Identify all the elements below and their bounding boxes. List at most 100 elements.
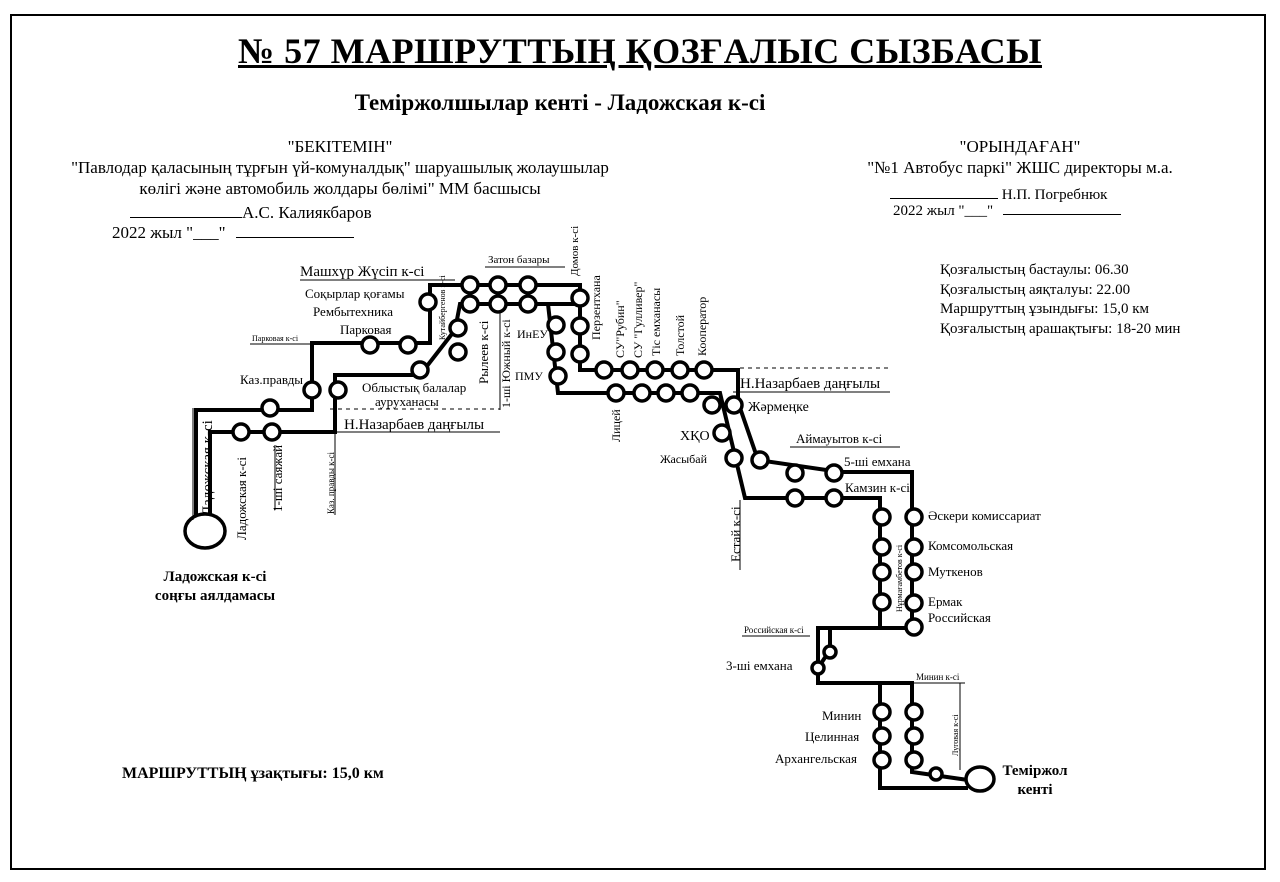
- street-ladozhskaya-2: Ладожская к-сі: [234, 457, 249, 540]
- stop-marker: [328, 380, 348, 400]
- stop-marker: [904, 750, 924, 770]
- stop-marker: [904, 562, 924, 582]
- stop-marker: [904, 537, 924, 557]
- stop-marker: [606, 383, 626, 403]
- stop-lyceum: Лицей: [609, 409, 623, 442]
- stop-marker: [694, 360, 714, 380]
- stop-marker: [712, 423, 732, 443]
- stop-marker: [872, 726, 892, 746]
- stop-marker: [904, 726, 924, 746]
- stop-marker: [488, 294, 508, 314]
- stop-marker: [448, 342, 468, 362]
- stop-marker: [594, 360, 614, 380]
- page-title: № 57 МАРШРУТТЫҢ ҚОЗҒАЛЫС СЫЗБАСЫ: [238, 31, 1042, 71]
- stat-start: Қозғалыстың бастаулы: 06.30: [940, 262, 1129, 278]
- stop-marker: [460, 275, 480, 295]
- stop-marker: [904, 507, 924, 527]
- stop-marker: [570, 316, 590, 336]
- street-aimautov: Аймауытов к-сі: [796, 431, 883, 446]
- street-kamzin: Камзин к-сі: [845, 480, 910, 495]
- street-nazarbaev-right: Н.Назарбаев даңғылы: [740, 376, 880, 392]
- stop-arhangelskaya: Архангельская: [775, 751, 857, 766]
- stop-ermak: Ермак: [928, 594, 963, 609]
- stop-marker: [570, 344, 590, 364]
- approval-block: "БЕКІТЕМІН" "Павлодар қаласының тұрғын ү…: [30, 136, 650, 199]
- street-ladozhskaya-main: Ладожская к-сі: [200, 420, 216, 516]
- street-kutaibergenov: Кутайбергенов к-сі: [438, 274, 447, 340]
- street-rossiyskaya: Российская к-сі: [744, 625, 804, 635]
- route-stats: Қозғалыстың бастаулы: 06.30 Қозғалыстың …: [940, 261, 1180, 339]
- stop-rembytechnika: Рембытехника: [313, 304, 393, 319]
- executed-block: "ОРЫНДАҒАН" "№1 Автобус паркі" ЖШС дирек…: [820, 136, 1220, 178]
- stat-interval: Қозғалыстың арашақтығы: 18-20 мин: [940, 320, 1181, 337]
- divider-lines: [330, 367, 890, 410]
- stop-hko: ХҚО: [680, 429, 710, 444]
- signature-line: [890, 184, 998, 199]
- stop-gulliver: СУ "Гулливер": [631, 281, 645, 358]
- stop-marker: [785, 488, 805, 508]
- street-estai: Естай к-сі: [728, 506, 743, 562]
- stop-marker: [904, 617, 924, 637]
- stop-marker: [785, 463, 805, 483]
- stop-marker: [518, 275, 538, 295]
- executed-date-text: 2022 жыл "___": [893, 203, 994, 219]
- stop-marker: [904, 702, 924, 722]
- stop-parkovaya: Парковая: [340, 322, 392, 337]
- terminal-right-icon: [964, 765, 996, 793]
- stop-marker: [570, 288, 590, 308]
- stop-military: Әскери комиссариат: [928, 508, 1041, 523]
- street-saiajai: 1-ші саяжай: [270, 445, 285, 512]
- terminal-left-icon: [183, 512, 227, 550]
- stop-marker: [231, 422, 251, 442]
- stop-rubin: СУ"Рубин": [613, 300, 627, 358]
- street-ryleev: Рылеев к-сі: [476, 320, 491, 384]
- approval-line-1: "Павлодар қаласының тұрғын үй-комуналдық…: [71, 158, 609, 177]
- stop-marker: [632, 383, 652, 403]
- stat-end: Қозғалыстың аяқталуы: 22.00: [940, 281, 1131, 298]
- stop-marker: [872, 562, 892, 582]
- stop-emhana3: 3-ші емхана: [726, 658, 793, 673]
- stop-kooperator: Кооператор: [695, 297, 709, 356]
- stop-marker: [928, 766, 944, 782]
- stop-marker: [546, 342, 566, 362]
- stop-markers: [231, 275, 944, 782]
- stop-marker: [398, 335, 418, 355]
- approval-line-2: көлігі және автомобиль жолдары бөлімі" М…: [139, 179, 541, 198]
- route-path-return: [208, 302, 968, 790]
- approval-header: "БЕКІТЕМІН": [287, 137, 393, 156]
- stop-dental: Тіс емханасы: [649, 288, 663, 356]
- approval-signer: А.С. Калиякбаров: [242, 203, 372, 222]
- stop-tolstoy: Толстой: [673, 314, 687, 356]
- stop-minin: Минин: [822, 708, 861, 723]
- stop-ineu: ИнЕУ: [517, 327, 548, 341]
- route-duration: МАРШРУТТЫҢ ұзақтығы: 15,0 км: [122, 765, 384, 782]
- stop-marker: [302, 380, 322, 400]
- approval-signature: А.С. Калиякбаров: [130, 202, 372, 223]
- stop-zharmenke: Жәрмеңке: [748, 400, 809, 415]
- stop-marker: [872, 507, 892, 527]
- stop-emhana5: 5-ші емхана: [844, 454, 911, 469]
- page-border: [10, 14, 1266, 870]
- terminal-right-line-1: Теміржол: [1002, 763, 1068, 779]
- executed-signer: Н.П. Погребнюк: [1001, 187, 1108, 203]
- street-lines: [192, 266, 965, 770]
- stop-hospital-line1: Облыстық балалар: [362, 380, 466, 395]
- stop-marker: [750, 450, 770, 470]
- stop-marker: [260, 398, 280, 418]
- street-nurmagambetov: Нұрмағамбетов к-сі: [895, 544, 904, 612]
- stop-marker: [824, 488, 844, 508]
- executed-header: "ОРЫНДАҒАН": [959, 137, 1081, 156]
- terminal-left-label: Ладожская к-сі соңғы аялдамасы: [130, 568, 300, 606]
- stop-zhasybai: Жасыбай: [660, 452, 708, 466]
- stop-marker: [548, 366, 568, 386]
- approval-date-text: 2022 жыл "___": [112, 223, 226, 242]
- route-subtitle: Теміржолшылар кенті - Ладожская к-сі: [354, 90, 766, 115]
- street-minin: Минин к-сі: [916, 672, 960, 682]
- stop-marker: [810, 660, 826, 676]
- stop-marker: [418, 292, 438, 312]
- stop-sokyrlar: Соқырлар қоғамы: [305, 286, 405, 301]
- terminal-left-line-1: Ладожская к-сі: [163, 569, 267, 585]
- signature-line: [130, 203, 242, 218]
- street-kazpravdy: Каз. правды к-сі: [326, 451, 336, 514]
